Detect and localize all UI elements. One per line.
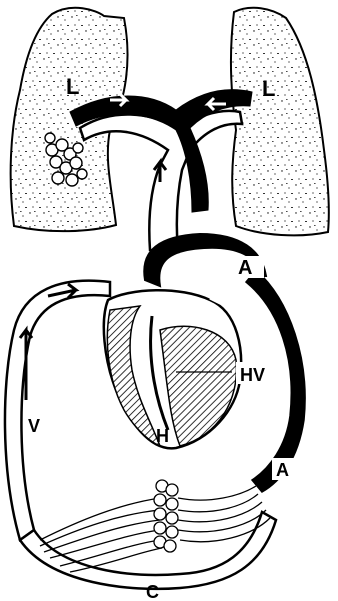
label-capillaries: C: [146, 582, 159, 601]
right-lung: [231, 8, 329, 236]
label-heart: H: [156, 426, 169, 446]
vena-cava: [5, 281, 110, 540]
label-artery-lower: A: [276, 460, 289, 480]
label-artery-upper: A: [238, 257, 252, 279]
label-heart-valves: HV: [240, 365, 265, 385]
systemic-loop: [20, 512, 276, 589]
label-lung-left: L: [66, 74, 79, 99]
label-vein: V: [28, 416, 40, 436]
label-lung-right: L: [262, 76, 275, 101]
capillary-cells: [154, 480, 178, 552]
arrow-aorta-down-icon: [210, 282, 222, 302]
